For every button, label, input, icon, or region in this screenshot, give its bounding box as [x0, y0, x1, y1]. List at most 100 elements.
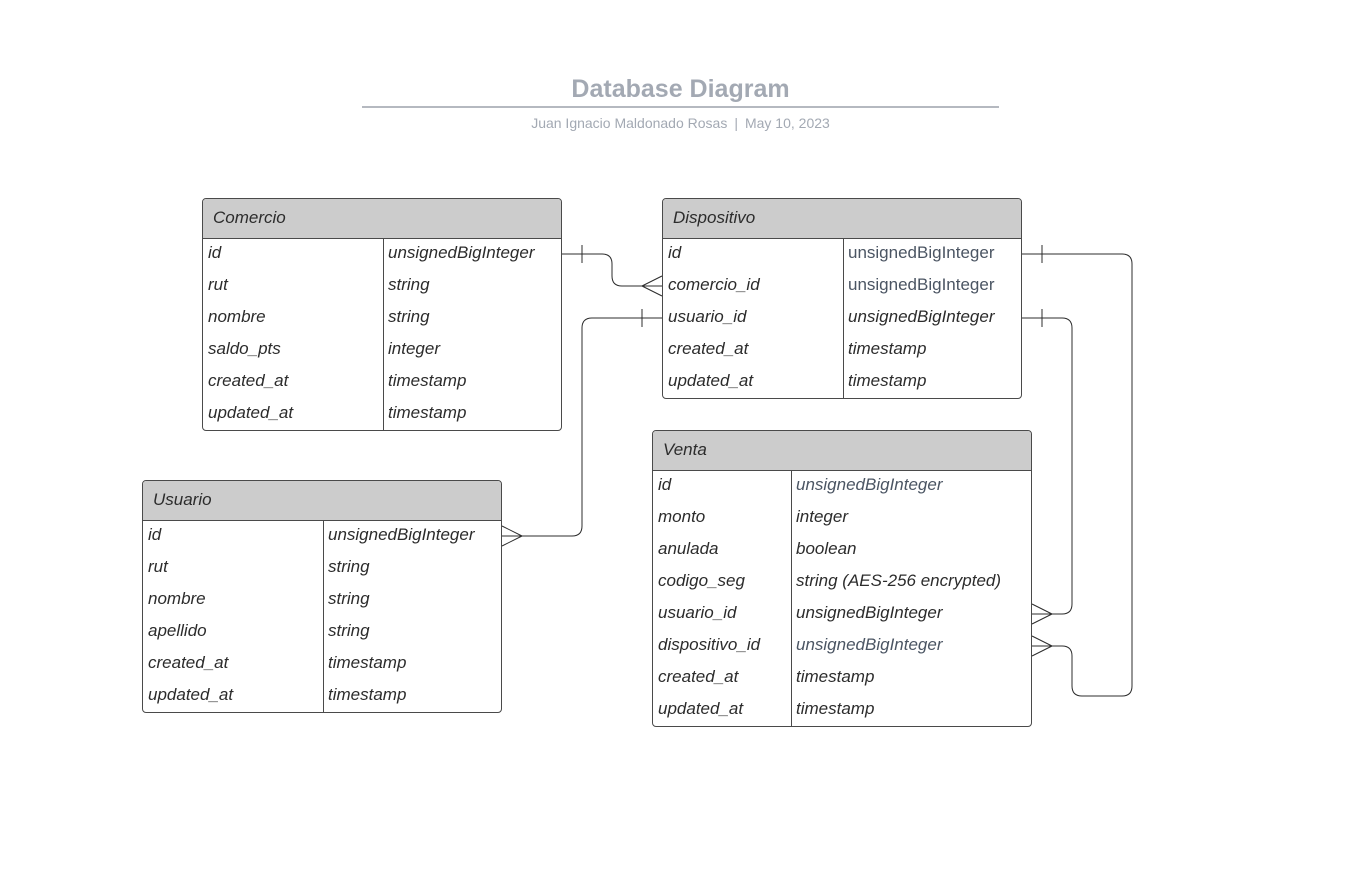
- field-row: nombre string: [143, 585, 501, 617]
- diagram-subtitle: Juan Ignacio Maldonado Rosas | May 10, 202…: [362, 114, 999, 132]
- field-row: comercio_id unsignedBigInteger: [663, 271, 1021, 303]
- field-type: string: [328, 557, 370, 576]
- field-type: string: [388, 275, 430, 294]
- field-row: id unsignedBigInteger: [143, 521, 501, 553]
- field-type: timestamp: [796, 667, 875, 686]
- field-row: created_at timestamp: [203, 367, 561, 399]
- field-name: rut: [148, 557, 168, 576]
- field-type: timestamp: [388, 403, 467, 422]
- field-name: created_at: [668, 339, 749, 358]
- field-name: nombre: [208, 307, 266, 326]
- entity-usuario-fields: id unsignedBigInteger rut string nombre …: [143, 521, 501, 712]
- field-type: unsignedBigInteger: [388, 243, 535, 262]
- many-marker-venta-dispositivo-id: [1031, 635, 1053, 657]
- field-name: anulada: [658, 539, 719, 558]
- field-type: timestamp: [848, 371, 927, 390]
- field-row: updated_at timestamp: [143, 681, 501, 712]
- field-type: integer: [796, 507, 848, 526]
- field-name: usuario_id: [658, 603, 737, 622]
- diagram-date: May 10, 2023: [744, 115, 830, 131]
- author-name: Juan Ignacio Maldonado Rosas: [531, 115, 728, 131]
- field-type: timestamp: [388, 371, 467, 390]
- field-row: usuario_id unsignedBigInteger: [653, 599, 1031, 631]
- entity-comercio[interactable]: Comercio id unsignedBigInteger rut strin…: [202, 198, 562, 431]
- entity-venta-title: Venta: [653, 431, 1031, 471]
- field-name: updated_at: [148, 685, 234, 704]
- connector-dispositivo-venta: [1022, 253, 1133, 697]
- field-type: unsignedBigInteger: [796, 635, 943, 654]
- field-type: string: [388, 307, 430, 326]
- field-name: id: [668, 243, 682, 262]
- entity-dispositivo[interactable]: Dispositivo id unsignedBigInteger comerc…: [662, 198, 1022, 399]
- field-row: rut string: [203, 271, 561, 303]
- field-row: codigo_seg string (AES-256 encrypted): [653, 567, 1031, 599]
- connector-comercio-dispositivo: [562, 253, 662, 287]
- field-row: updated_at timestamp: [653, 695, 1031, 726]
- field-type: unsignedBigInteger: [848, 243, 995, 262]
- field-type: integer: [388, 339, 440, 358]
- field-row: created_at timestamp: [143, 649, 501, 681]
- field-type: unsignedBigInteger: [328, 525, 475, 544]
- column-divider: [791, 471, 792, 726]
- field-type: unsignedBigInteger: [848, 307, 995, 326]
- field-type: timestamp: [848, 339, 927, 358]
- column-divider: [383, 239, 384, 430]
- field-name: apellido: [148, 621, 207, 640]
- field-type: unsignedBigInteger: [796, 475, 943, 494]
- field-name: id: [658, 475, 672, 494]
- field-row: id unsignedBigInteger: [653, 471, 1031, 503]
- field-type: unsignedBigInteger: [848, 275, 995, 294]
- many-marker-dispositivo-comercio-id: [641, 275, 663, 297]
- field-type: timestamp: [328, 653, 407, 672]
- field-type: unsignedBigInteger: [796, 603, 943, 622]
- field-row: usuario_id unsignedBigInteger: [663, 303, 1021, 335]
- field-row: anulada boolean: [653, 535, 1031, 567]
- many-marker-usuario-id: [501, 525, 523, 547]
- field-name: created_at: [658, 667, 739, 686]
- field-name: monto: [658, 507, 706, 526]
- column-divider: [323, 521, 324, 712]
- field-row: nombre string: [203, 303, 561, 335]
- field-row: dispositivo_id unsignedBigInteger: [653, 631, 1031, 663]
- title-divider: [362, 106, 999, 108]
- field-type: timestamp: [796, 699, 875, 718]
- field-row: id unsignedBigInteger: [203, 239, 561, 271]
- field-name: updated_at: [668, 371, 754, 390]
- many-marker-venta-usuario-id: [1031, 603, 1053, 625]
- field-row: rut string: [143, 553, 501, 585]
- entity-comercio-fields: id unsignedBigInteger rut string nombre …: [203, 239, 561, 430]
- field-name: comercio_id: [668, 275, 760, 294]
- field-name: dispositivo_id: [658, 635, 761, 654]
- entity-comercio-title: Comercio: [203, 199, 561, 239]
- diagram-header: Database Diagram Juan Ignacio Maldonado …: [362, 72, 999, 132]
- field-name: updated_at: [658, 699, 744, 718]
- field-name: saldo_pts: [208, 339, 281, 358]
- field-type: string (AES-256 encrypted): [796, 571, 1002, 590]
- entity-usuario[interactable]: Usuario id unsignedBigInteger rut string…: [142, 480, 502, 713]
- field-row: monto integer: [653, 503, 1031, 535]
- field-row: apellido string: [143, 617, 501, 649]
- field-row: updated_at timestamp: [203, 399, 561, 430]
- field-row: updated_at timestamp: [663, 367, 1021, 398]
- field-type: string: [328, 589, 370, 608]
- entity-venta[interactable]: Venta id unsignedBigInteger monto intege…: [652, 430, 1032, 727]
- field-name: rut: [208, 275, 228, 294]
- field-row: saldo_pts integer: [203, 335, 561, 367]
- column-divider: [843, 239, 844, 398]
- entity-dispositivo-title: Dispositivo: [663, 199, 1021, 239]
- entity-venta-fields: id unsignedBigInteger monto integer anul…: [653, 471, 1031, 726]
- field-name: id: [208, 243, 222, 262]
- entity-usuario-title: Usuario: [143, 481, 501, 521]
- field-name: nombre: [148, 589, 206, 608]
- subtitle-separator: |: [734, 115, 738, 131]
- field-row: created_at timestamp: [663, 335, 1021, 367]
- field-name: id: [148, 525, 162, 544]
- field-type: timestamp: [328, 685, 407, 704]
- diagram-title: Database Diagram: [571, 75, 790, 103]
- entity-dispositivo-fields: id unsignedBigInteger comercio_id unsign…: [663, 239, 1021, 398]
- field-row: id unsignedBigInteger: [663, 239, 1021, 271]
- field-name: updated_at: [208, 403, 294, 422]
- field-row: created_at timestamp: [653, 663, 1031, 695]
- field-name: usuario_id: [668, 307, 747, 326]
- field-name: created_at: [208, 371, 289, 390]
